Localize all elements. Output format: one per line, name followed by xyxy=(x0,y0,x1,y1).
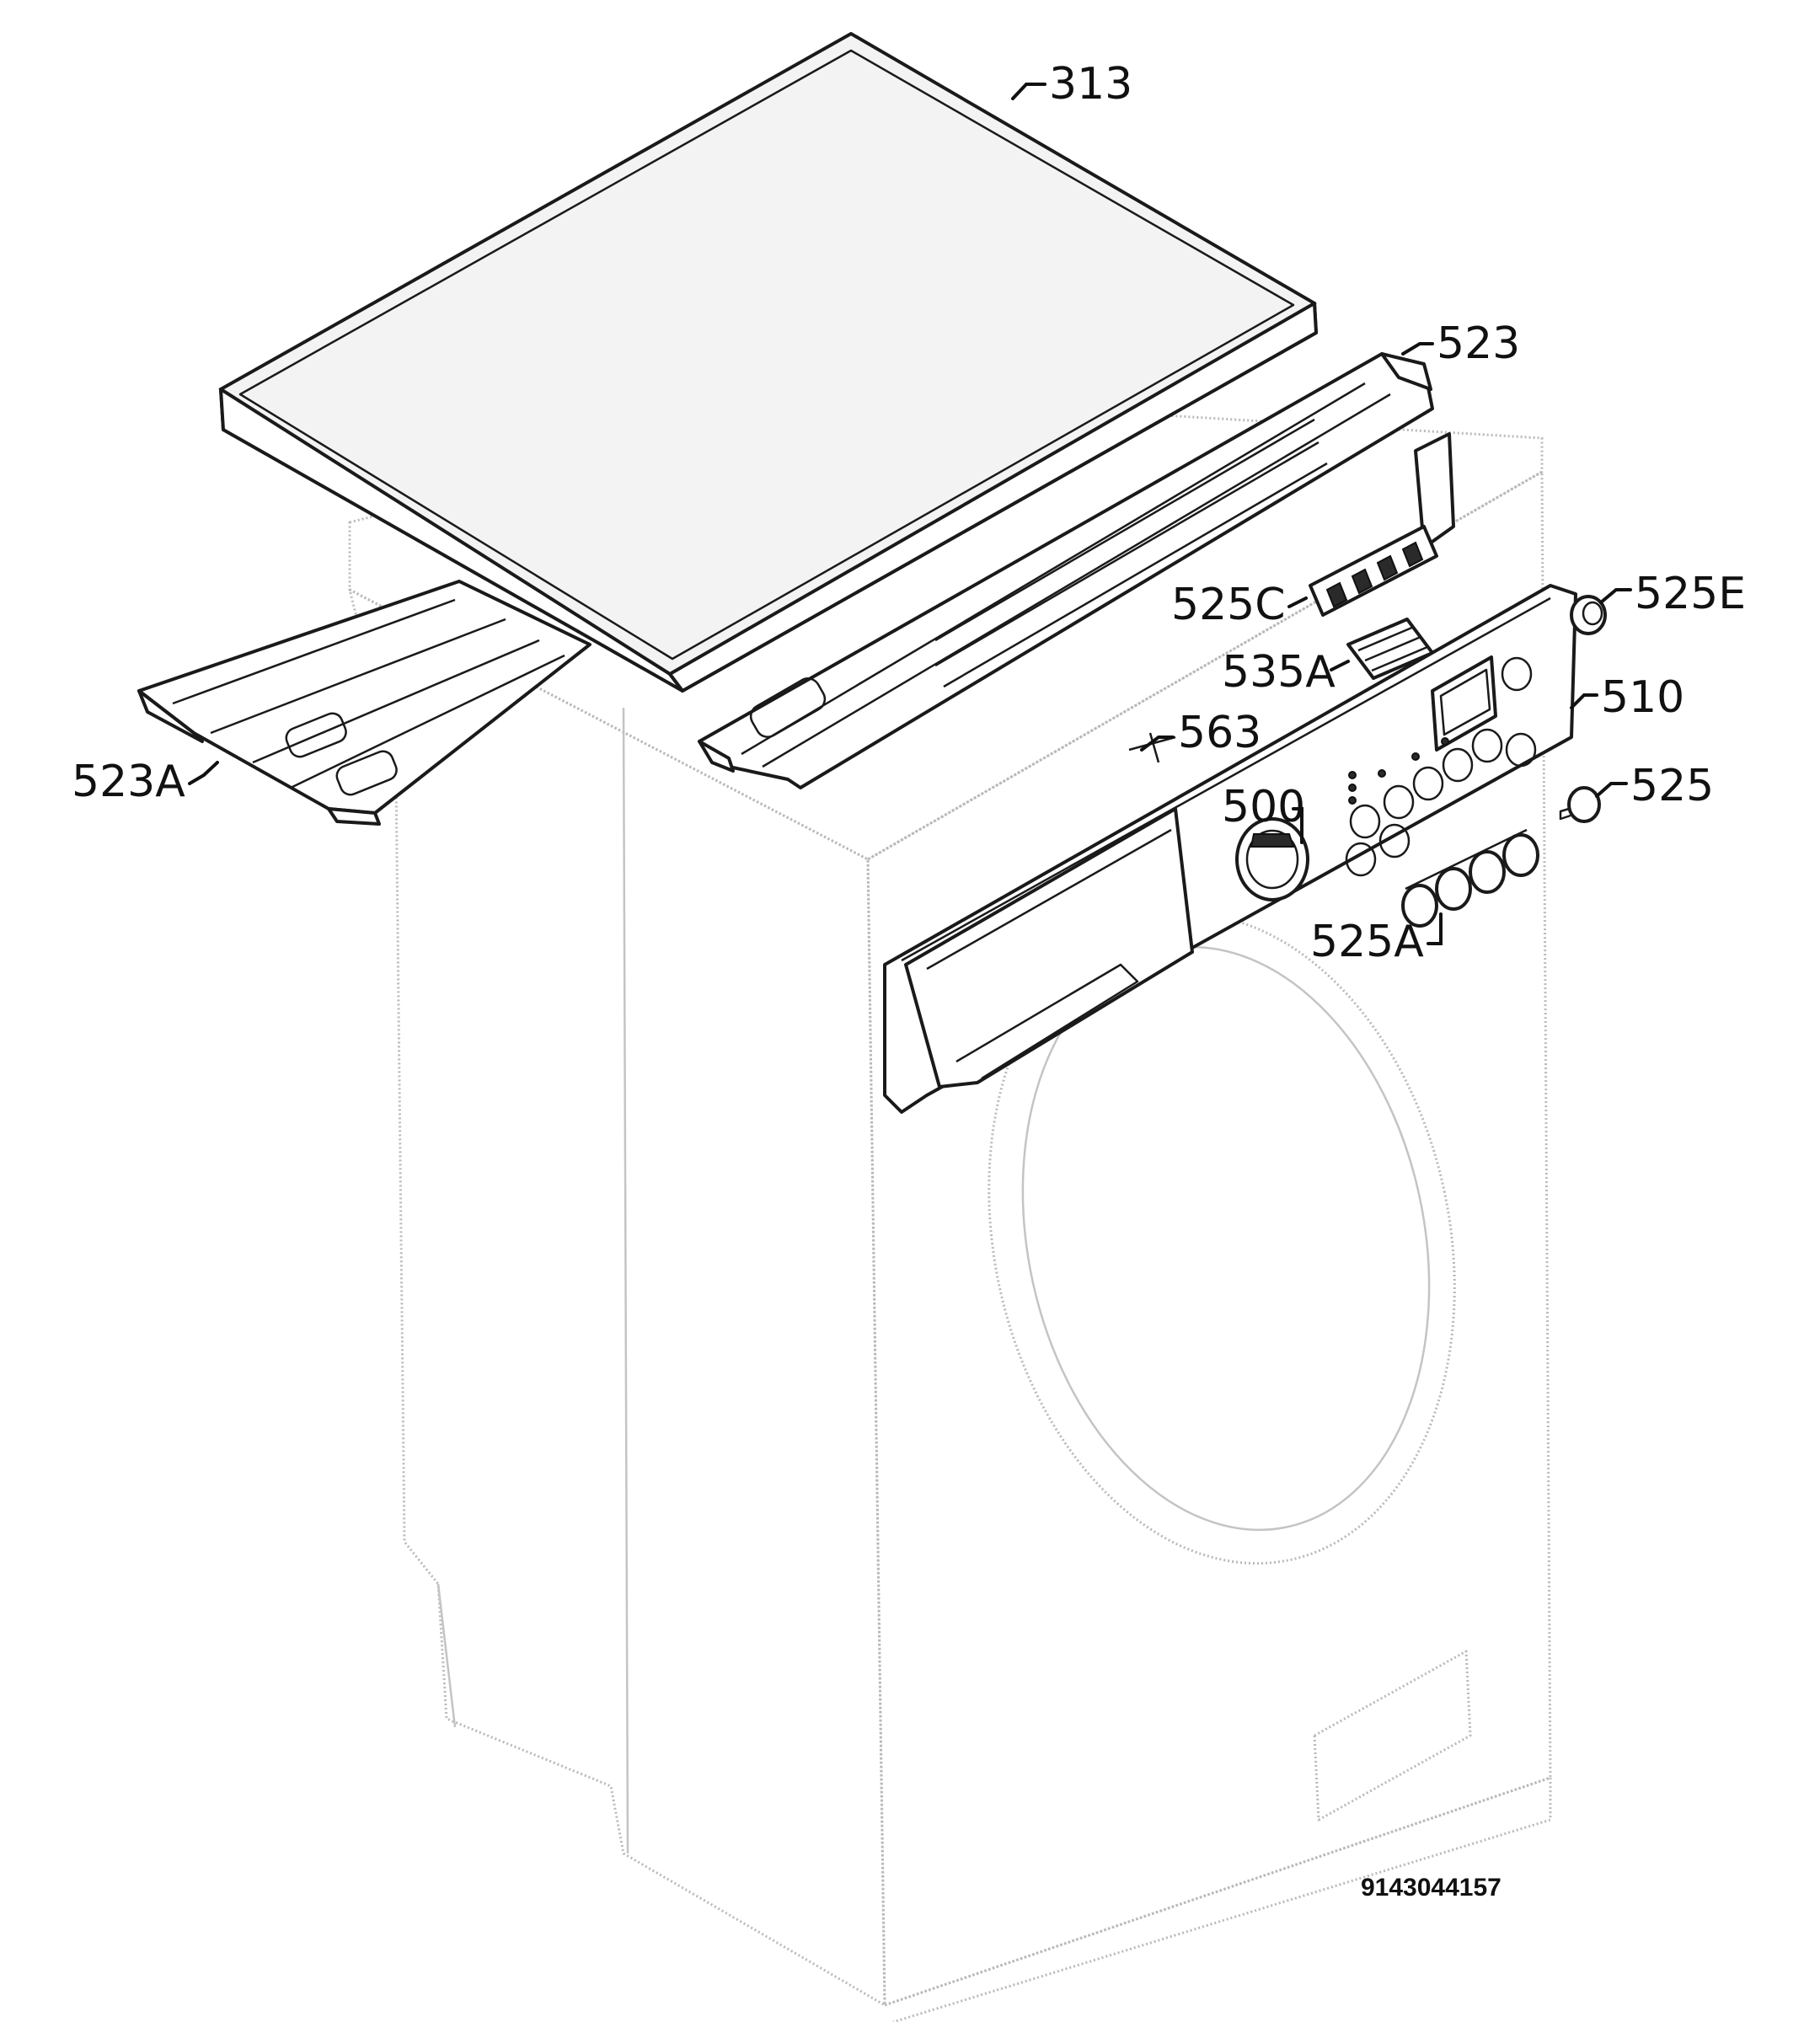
callout-525A: 525A xyxy=(1310,917,1424,967)
knob-525 xyxy=(1559,786,1601,823)
program-knob-500 xyxy=(1235,817,1309,901)
callout-525: 525 xyxy=(1630,761,1714,811)
callout-510: 510 xyxy=(1601,672,1684,723)
push-buttons-525A xyxy=(1401,828,1539,928)
worktop-313 xyxy=(218,32,1318,693)
callout-labels: 313 523 525E 525C 535A 510 563 523A 500 … xyxy=(72,59,1746,967)
callout-313: 313 xyxy=(1049,59,1132,110)
leader-lines xyxy=(188,83,1632,945)
rail-523 xyxy=(698,352,1455,789)
control-panel-510 xyxy=(883,584,1577,1114)
callout-500: 500 xyxy=(1222,782,1305,832)
connector-525C xyxy=(1309,525,1438,617)
knob-525E xyxy=(1570,595,1607,635)
callout-525E: 525E xyxy=(1635,569,1746,619)
callout-523A: 523A xyxy=(72,757,185,807)
callout-563: 563 xyxy=(1178,708,1261,758)
callout-535A: 535A xyxy=(1222,647,1336,698)
callout-523: 523 xyxy=(1437,318,1520,369)
callout-525C: 525C xyxy=(1171,580,1286,630)
drawing-number: 9143044157 xyxy=(1361,1874,1502,1902)
rail-523A xyxy=(137,580,592,826)
